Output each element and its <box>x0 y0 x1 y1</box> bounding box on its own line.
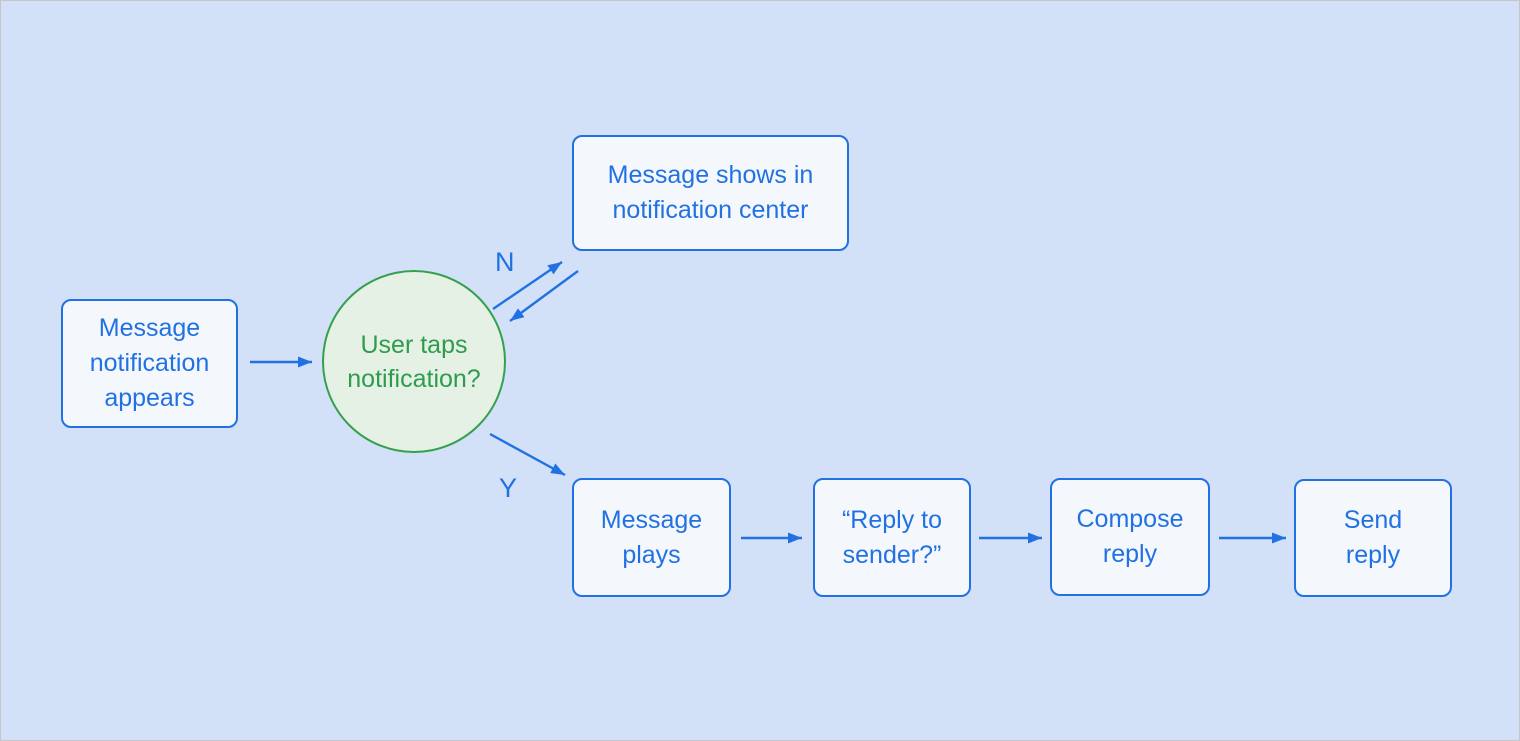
edge-decision-to-message-plays <box>489 432 566 477</box>
node-compose-reply: Compose reply <box>1050 478 1210 596</box>
node-message-plays: Message plays <box>572 478 731 597</box>
node-message-shows-in-notification-center: Message shows in notification center <box>572 135 849 251</box>
node-message-notification-appears: Message notification appears <box>61 299 238 428</box>
edge-label-no: N <box>495 247 515 277</box>
node-user-taps-notification-decision: User taps notification? <box>322 270 506 453</box>
edge-label-yes: Y <box>499 473 518 503</box>
edge-notification-center-to-decision <box>509 270 579 322</box>
node-reply-to-sender: “Reply to sender?” <box>813 478 971 597</box>
node-send-reply: Send reply <box>1294 479 1452 597</box>
